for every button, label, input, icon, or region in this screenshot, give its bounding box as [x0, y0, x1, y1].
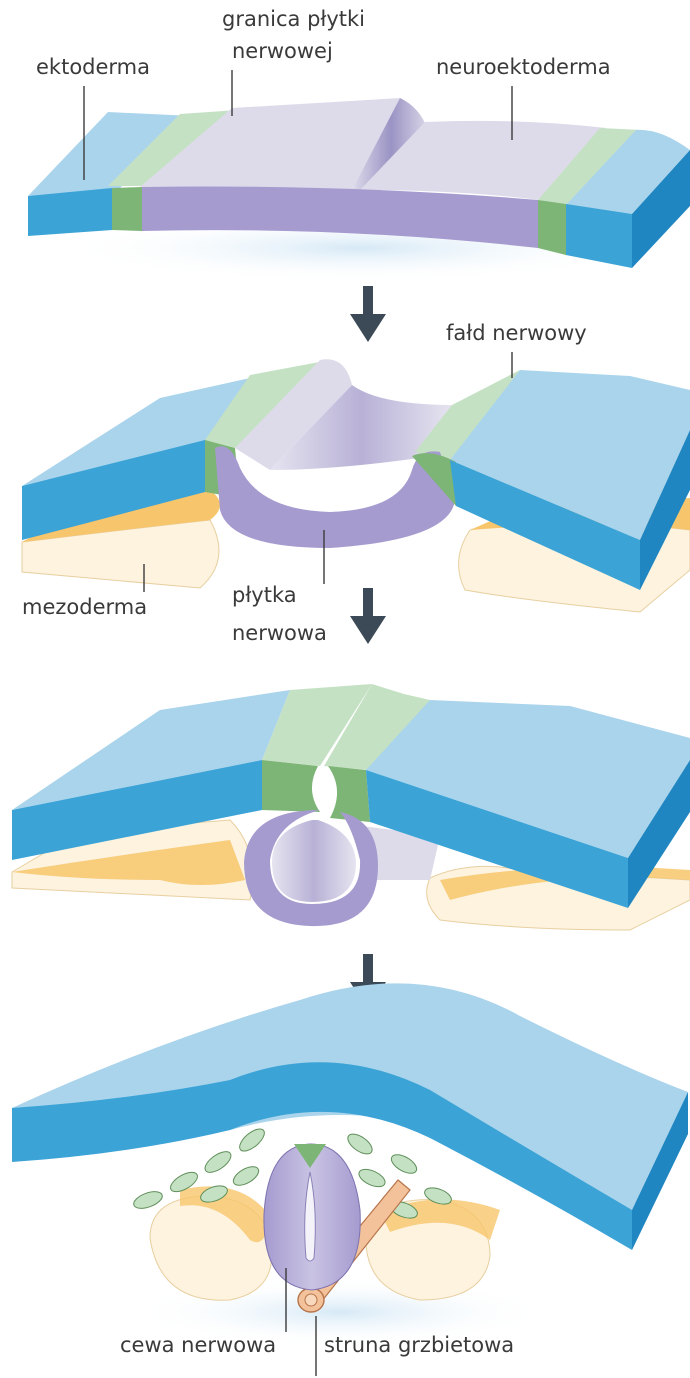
plate-border-side-left	[112, 187, 142, 231]
plate-border-side-left	[262, 760, 320, 812]
label-neural-plate-1: płytka	[232, 583, 297, 607]
crest-cell	[202, 1148, 235, 1177]
ectoderm-side-left	[28, 188, 112, 236]
label-mesoderm: mezoderma	[22, 595, 147, 619]
arrow-down-icon	[350, 286, 386, 342]
label-plate-border-2: nerwowej	[232, 39, 333, 63]
crest-cell	[356, 1166, 387, 1191]
label-neural-fold: fałd nerwowy	[446, 321, 587, 345]
stage-neural-folds	[22, 359, 690, 612]
label-notochord: struna grzbietowa	[324, 1333, 514, 1357]
stage-fold-closure	[12, 684, 690, 930]
stage-neural-plate	[28, 98, 690, 282]
crest-cell	[132, 1188, 165, 1211]
plate-border-side-right	[538, 200, 566, 255]
label-neural-plate-2: nerwowa	[232, 621, 327, 645]
crest-cell	[388, 1151, 419, 1177]
crest-cell	[345, 1130, 376, 1158]
label-plate-border-1: granica płytki	[222, 7, 365, 31]
crest-cell	[236, 1125, 268, 1155]
crest-cell	[230, 1163, 261, 1189]
plate-border-side-right	[328, 766, 370, 822]
label-neural-tube: cewa nerwowa	[120, 1333, 276, 1357]
stage-neural-tube	[12, 983, 688, 1346]
neural-tube-lumen	[272, 820, 356, 902]
notochord-end-inner	[305, 1294, 317, 1306]
label-ectoderm: ektoderma	[36, 55, 150, 79]
label-neuroectoderm: neuroektoderma	[436, 55, 611, 79]
arrow-down-icon	[350, 588, 386, 644]
